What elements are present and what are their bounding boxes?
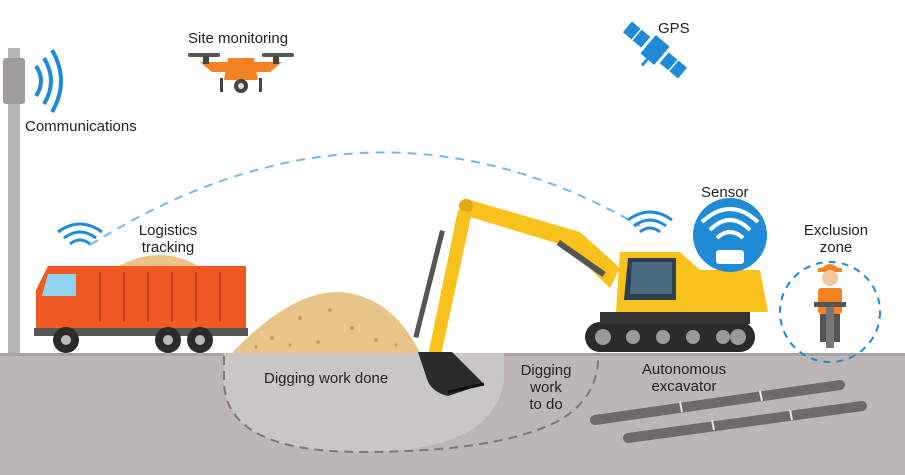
truck-wheels [53,327,213,353]
label-autonomous-line2: excavator [651,378,717,395]
comms-link-dashed [89,151,641,246]
exclusion-zone-circle [779,261,881,363]
sensor-icon [693,198,767,272]
label-exclusion-line1: Exclusion [803,222,869,239]
label-todo-line1: Digging [520,362,572,379]
worker-icon [814,264,846,348]
label-logistics-line1: Logistics [138,222,198,239]
pipe-icon [590,380,867,443]
gps-satellite-icon [622,21,688,79]
label-exclusion-zone: Exclusion zone [796,222,876,256]
pit-outline-to-do [223,352,600,454]
label-logistics-line2: tracking [141,239,195,256]
communications-tower-icon [3,48,63,353]
label-exclusion-line2: zone [819,239,853,256]
sand-speckles [254,308,398,349]
label-autonomous-excavator: Autonomous excavator [632,361,736,395]
label-communications: Communications [25,118,137,135]
wifi-signal-icon [627,210,673,234]
label-autonomous-line1: Autonomous [641,361,727,378]
label-site-monitoring: Site monitoring [188,30,289,47]
label-todo-line2: work [530,379,562,396]
label-gps: GPS [658,20,690,37]
excavator-icon [413,199,768,396]
label-logistics-tracking: Logistics tracking [128,222,208,256]
dump-truck-icon [34,255,248,353]
label-digging-work-to-do: Digging work to do [514,362,578,413]
label-todo-line3: to do [529,396,563,413]
label-sensor: Sensor [701,184,749,201]
sand-pile [232,291,420,353]
label-digging-work-done: Digging work done [264,370,389,387]
wifi-signal-icon [57,222,103,246]
drone-icon [188,53,294,93]
